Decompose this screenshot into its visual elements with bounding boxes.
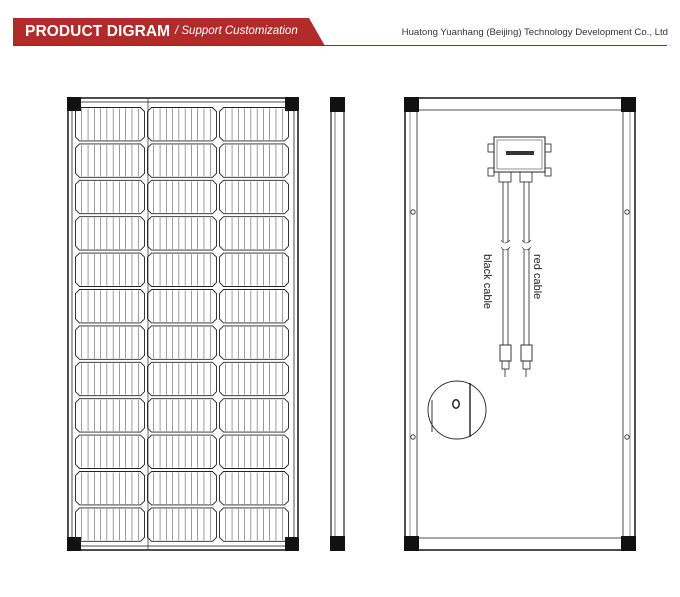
header-divider xyxy=(13,45,667,46)
mount-hole xyxy=(410,209,416,215)
solar-cell xyxy=(219,471,289,506)
solar-cell xyxy=(147,107,217,142)
solar-cell xyxy=(75,289,145,324)
solar-cell xyxy=(75,179,145,215)
solar-cell xyxy=(147,434,217,469)
red-cable xyxy=(520,182,533,377)
solar-cell xyxy=(219,507,289,542)
company-name: Huatong Yuanhang (Beijing) Technology De… xyxy=(401,27,668,38)
product-diagram: black cable red cable xyxy=(67,97,636,551)
back-frame-outer xyxy=(404,97,636,551)
solar-cell xyxy=(147,289,217,324)
black-cable xyxy=(499,182,512,377)
front-frame-inner xyxy=(71,101,295,547)
mount-hole xyxy=(624,209,630,215)
solar-cell xyxy=(75,434,145,469)
front-frame-outer xyxy=(67,97,299,551)
mount-hole xyxy=(624,434,630,440)
solar-cell xyxy=(147,143,217,178)
junction-box xyxy=(487,136,552,183)
solar-cell xyxy=(75,216,145,251)
solar-cell xyxy=(75,252,145,287)
solar-cell xyxy=(219,107,289,142)
solar-cell-grid xyxy=(75,107,289,542)
solar-cell xyxy=(75,471,145,506)
solar-cell xyxy=(75,325,145,360)
page-title: PRODUCT DIGRAM xyxy=(25,23,171,40)
page-subtitle: / Support Customization xyxy=(175,25,298,37)
banner-background xyxy=(13,18,325,46)
side-profile xyxy=(330,97,345,551)
solar-cell xyxy=(147,325,217,360)
solar-cell xyxy=(147,179,217,215)
solar-cell xyxy=(147,252,217,287)
solar-cell xyxy=(75,143,145,178)
back-corner-br xyxy=(621,536,636,551)
solar-cell xyxy=(147,507,217,542)
solar-cell xyxy=(219,143,289,178)
back-view xyxy=(404,97,636,551)
junction-box-logo xyxy=(506,151,534,155)
back-frame-inner xyxy=(416,109,624,539)
solar-cell xyxy=(219,361,289,397)
solar-cell xyxy=(75,361,145,397)
grounding-hole-callout xyxy=(427,380,487,440)
back-corner-tr xyxy=(621,97,636,112)
solar-cell xyxy=(219,252,289,287)
solar-cell xyxy=(147,398,217,433)
side-cap-bottom xyxy=(330,536,345,551)
back-corner-tl xyxy=(404,97,419,112)
front-corner-tl xyxy=(67,97,81,111)
back-corner-bl xyxy=(404,536,419,551)
title-banner: PRODUCT DIGRAM / Support Customization xyxy=(13,18,325,46)
solar-cell xyxy=(219,289,289,324)
front-view xyxy=(67,97,299,551)
solar-cell xyxy=(219,325,289,360)
solar-cell xyxy=(219,216,289,251)
side-view xyxy=(330,97,345,551)
solar-cell xyxy=(147,361,217,397)
solar-cell xyxy=(75,507,145,542)
side-cap-top xyxy=(330,97,345,112)
solar-cell xyxy=(219,398,289,433)
solar-cell xyxy=(219,179,289,215)
solar-cell xyxy=(147,471,217,506)
solar-cell xyxy=(147,216,217,251)
header: PRODUCT DIGRAM / Support Customization H… xyxy=(0,0,680,48)
mount-hole xyxy=(410,434,416,440)
front-corner-tr xyxy=(285,97,299,111)
solar-cell xyxy=(219,434,289,469)
black-cable-label: black cable xyxy=(481,254,493,309)
front-corner-br xyxy=(285,537,299,551)
front-corner-bl xyxy=(67,537,81,551)
red-cable-label: red cable xyxy=(531,254,543,299)
solar-cell xyxy=(75,398,145,433)
solar-cell xyxy=(75,107,145,142)
